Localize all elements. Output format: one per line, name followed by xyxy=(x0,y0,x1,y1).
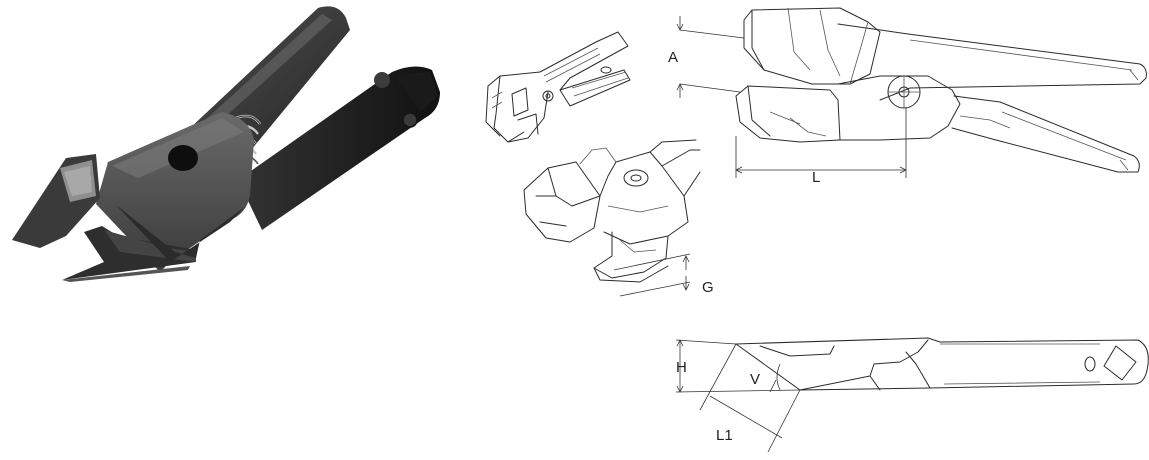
side-view-drawing xyxy=(675,337,1149,453)
label-g: G xyxy=(702,279,714,296)
product-photo xyxy=(12,6,440,282)
label-h: H xyxy=(676,359,687,376)
label-a: A xyxy=(668,49,678,66)
dimension-labels: A L G H V L1 xyxy=(668,49,820,444)
head-body xyxy=(96,112,254,272)
rivet xyxy=(402,112,418,128)
isometric-sketch-bottom xyxy=(523,139,701,297)
label-v: V xyxy=(750,371,760,388)
label-l1: L1 xyxy=(716,427,733,444)
top-view-drawing xyxy=(676,7,1147,178)
lower-arm xyxy=(238,66,440,230)
label-l: L xyxy=(812,169,820,186)
pivot-hole xyxy=(168,145,198,171)
isometric-sketch-top xyxy=(485,31,631,143)
